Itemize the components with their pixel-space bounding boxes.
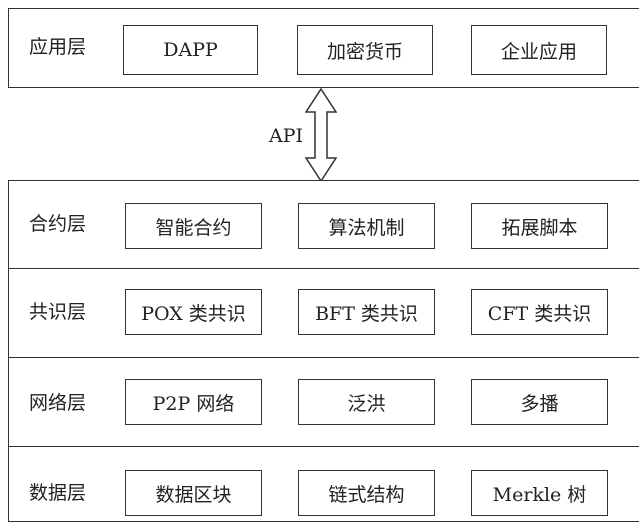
layer-stack-panel: 合约层 智能合约 算法机制 拓展脚本 共识层 POX 类共识 BFT 类共识 C…: [8, 180, 639, 522]
chain-structure-box: 链式结构: [298, 470, 435, 516]
double-vertical-arrow-icon: [305, 88, 337, 182]
smart-contract-box: 智能合约: [125, 203, 262, 249]
contract-layer-label: 合约层: [29, 213, 87, 235]
algorithm-mechanism-box: 算法机制: [298, 203, 435, 249]
application-layer-panel: 应用层 DAPP 加密货币 企业应用: [8, 8, 639, 88]
network-layer-row: 网络层 P2P 网络 泛洪 多播: [9, 357, 639, 446]
bft-consensus-box: BFT 类共识: [298, 289, 435, 335]
consensus-layer-label: 共识层: [29, 301, 87, 323]
pox-consensus-box: POX 类共识: [125, 289, 262, 335]
crypto-currency-box: 加密货币: [297, 25, 433, 75]
merkle-tree-box: Merkle 树: [471, 470, 608, 516]
p2p-network-box: P2P 网络: [125, 379, 262, 425]
application-layer-label: 应用层: [29, 36, 87, 58]
data-block-box: 数据区块: [125, 470, 262, 516]
extension-script-box: 拓展脚本: [471, 203, 608, 249]
api-label: API: [269, 125, 304, 147]
dapp-box: DAPP: [123, 25, 258, 75]
data-layer-label: 数据层: [29, 482, 87, 504]
multicast-box: 多播: [471, 379, 608, 425]
consensus-layer-row: 共识层 POX 类共识 BFT 类共识 CFT 类共识: [9, 268, 639, 357]
network-layer-label: 网络层: [29, 392, 87, 414]
flooding-box: 泛洪: [298, 379, 435, 425]
enterprise-app-box: 企业应用: [471, 25, 607, 75]
data-layer-row: 数据层 数据区块 链式结构 Merkle 树: [9, 446, 639, 523]
contract-layer-row: 合约层 智能合约 算法机制 拓展脚本: [9, 181, 639, 268]
cft-consensus-box: CFT 类共识: [471, 289, 608, 335]
